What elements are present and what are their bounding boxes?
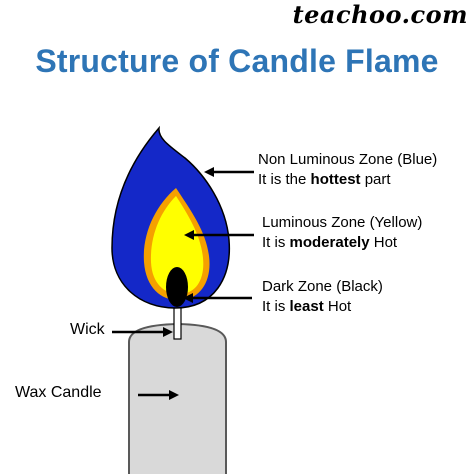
wick-label: Wick: [70, 321, 105, 338]
zone-description: It is the hottest part: [258, 171, 391, 188]
zone-name: Dark Zone (Black): [262, 278, 383, 295]
wax-candle-label: Wax Candle: [15, 384, 102, 401]
zone-label-luminous: Luminous Zone (Yellow) It is moderately …: [262, 213, 422, 253]
zone-name: Non Luminous Zone (Blue): [258, 151, 438, 168]
zone-label-dark: Dark Zone (Black) It is least Hot: [262, 277, 383, 317]
zone-name: Luminous Zone (Yellow): [262, 214, 423, 231]
brand-logo: teachoo.com: [292, 0, 468, 29]
dark-zone-black: [166, 267, 188, 307]
zone-description: It is moderately Hot: [262, 234, 398, 251]
luminous-zone-yellow: [150, 196, 204, 295]
zone-label-non-luminous: Non Luminous Zone (Blue) It is the hotte…: [258, 150, 437, 190]
wax-candle-body: [128, 322, 227, 474]
zone-description: It is least Hot: [262, 298, 352, 315]
page-title: Structure of Candle Flame: [35, 43, 439, 79]
